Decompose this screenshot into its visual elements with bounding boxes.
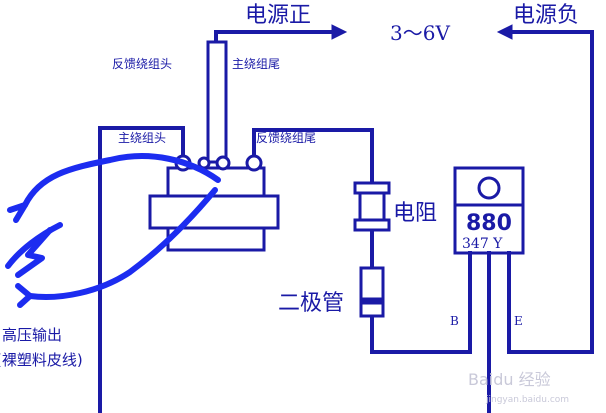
wire-negative bbox=[507, 30, 594, 354]
hand-stroke-arrow1 bbox=[7, 202, 28, 223]
pin-e-label: E bbox=[514, 314, 523, 328]
hand-stroke-arrow2 bbox=[15, 283, 33, 308]
hand-strokes bbox=[5, 153, 221, 308]
voltage-label: 3～6V bbox=[390, 21, 450, 45]
wire-left-frame bbox=[98, 126, 185, 413]
wire-feedback-tail bbox=[252, 128, 374, 187]
pin-b-label: B bbox=[450, 314, 459, 328]
watermark: Baidu 经验 jingyan.baidu.com bbox=[468, 370, 569, 405]
hand-stroke-upper bbox=[22, 153, 221, 208]
resistor-cap-bottom bbox=[353, 218, 391, 232]
watermark-url: jingyan.baidu.com bbox=[485, 395, 569, 405]
feedback-head-label-top: 反馈绕组头 bbox=[112, 57, 172, 71]
transistor bbox=[453, 166, 525, 286]
hand-stroke-spark bbox=[15, 227, 53, 278]
resistor-label: 电阻 bbox=[393, 201, 437, 226]
resistor-cap-top bbox=[353, 181, 391, 195]
main-head-label: 主绕组头 bbox=[118, 131, 166, 145]
transistor-hole bbox=[477, 176, 501, 200]
wires bbox=[98, 24, 594, 413]
diode-label: 二极管 bbox=[278, 291, 344, 316]
watermark-brand: Baidu 经验 bbox=[468, 370, 551, 389]
negative-label: 电源负 bbox=[513, 3, 579, 28]
feedback-tail-label: 反馈绕组尾 bbox=[256, 131, 316, 145]
transformer-tube bbox=[206, 40, 228, 164]
resistor bbox=[353, 181, 391, 232]
transformer bbox=[148, 40, 280, 252]
positive-arrow bbox=[331, 24, 348, 40]
chip-code-label: 347 Y bbox=[462, 236, 503, 252]
pin-main-tail bbox=[215, 155, 231, 171]
chip-model-label: 880 bbox=[466, 211, 512, 236]
diode bbox=[359, 266, 385, 318]
pin-feedback-tail bbox=[245, 154, 263, 172]
hand-stroke-lower bbox=[27, 187, 218, 300]
diode-body bbox=[359, 266, 385, 318]
positive-label: 电源正 bbox=[245, 3, 311, 28]
wire-diode-base bbox=[370, 280, 472, 354]
hand-stroke-middle bbox=[5, 222, 63, 269]
main-tail-label-top: 主绕组尾 bbox=[232, 57, 280, 71]
diode-band bbox=[360, 297, 384, 305]
labels: 电源正 3～6V 电源负 反馈绕组头 主绕组尾 主绕组头 反馈绕组尾 电阻 二极… bbox=[0, 3, 579, 369]
transformer-core bbox=[148, 194, 280, 230]
negative-arrow bbox=[496, 24, 513, 40]
hv-output-label: 高压输出 bbox=[2, 326, 62, 344]
transformer-body-bottom bbox=[166, 226, 266, 252]
hv-output-note: (裸塑料皮线) bbox=[0, 351, 83, 369]
